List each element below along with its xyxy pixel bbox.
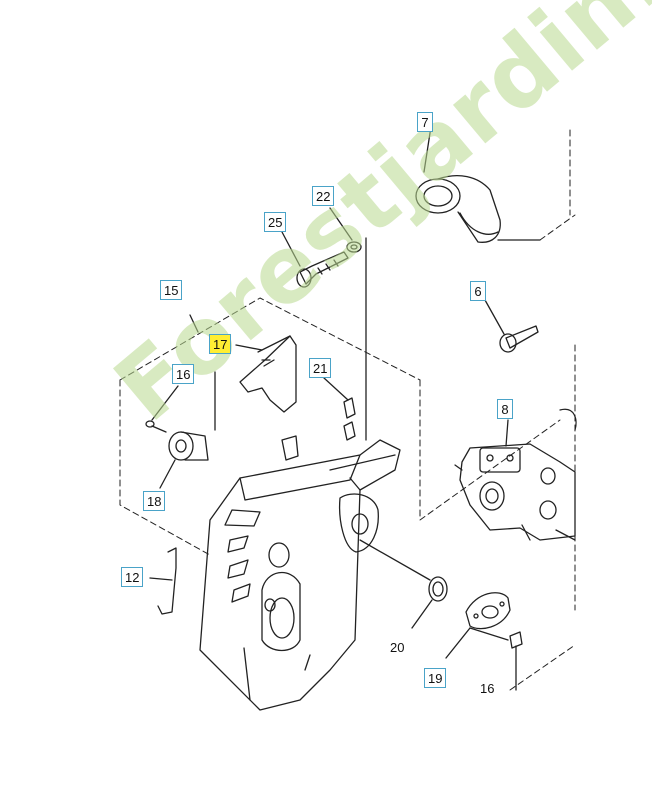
callout-part-8: 8 [497, 399, 513, 419]
part-8-carburetor [454, 408, 577, 541]
label-part-20: 20 [390, 640, 405, 655]
part-17-bracket [214, 335, 297, 431]
part-16-screw [145, 385, 179, 433]
callout-part-21: 21 [309, 358, 332, 378]
callout-part-15: 15 [160, 280, 183, 300]
callout-part-12: 12 [121, 567, 144, 587]
callout-part-7: 7 [417, 112, 433, 132]
part-16b-screw [509, 631, 523, 691]
part-20-oring [359, 539, 448, 629]
callout-part-25: 25 [264, 212, 287, 232]
part-21-clips [281, 237, 367, 461]
part-22-washer [329, 207, 362, 253]
part-18-grommet [159, 431, 209, 489]
part-15-housing [189, 314, 401, 711]
callout-part-22: 22 [312, 186, 335, 206]
callout-part-16: 16 [172, 364, 195, 384]
callout-part-17: 17 [209, 334, 232, 354]
part-12-rod [149, 547, 177, 615]
label-part-16-lower: 16 [480, 681, 495, 696]
callout-part-6: 6 [470, 281, 486, 301]
part-25-screw [281, 231, 349, 288]
callout-part-18: 18 [143, 491, 166, 511]
part-19-gasket [445, 592, 511, 659]
part-6-screw [484, 299, 539, 353]
callout-part-19: 19 [424, 668, 447, 688]
